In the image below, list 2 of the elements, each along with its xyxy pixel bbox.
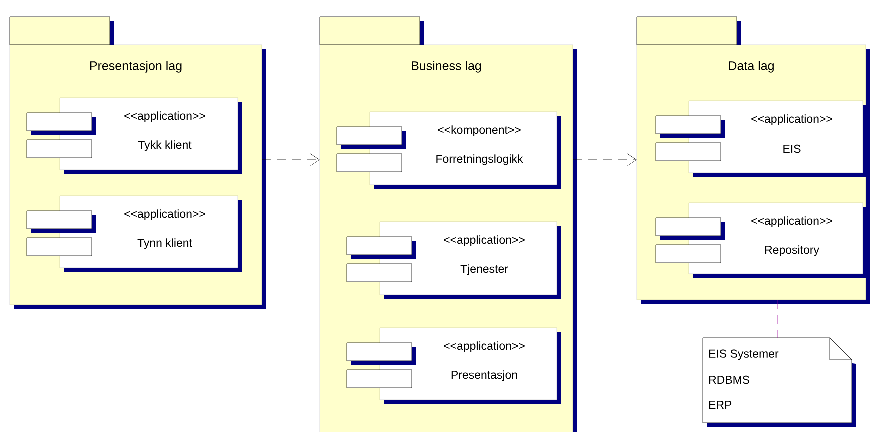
dependency-arrow [573,154,637,166]
dependency-arrow [262,154,320,166]
